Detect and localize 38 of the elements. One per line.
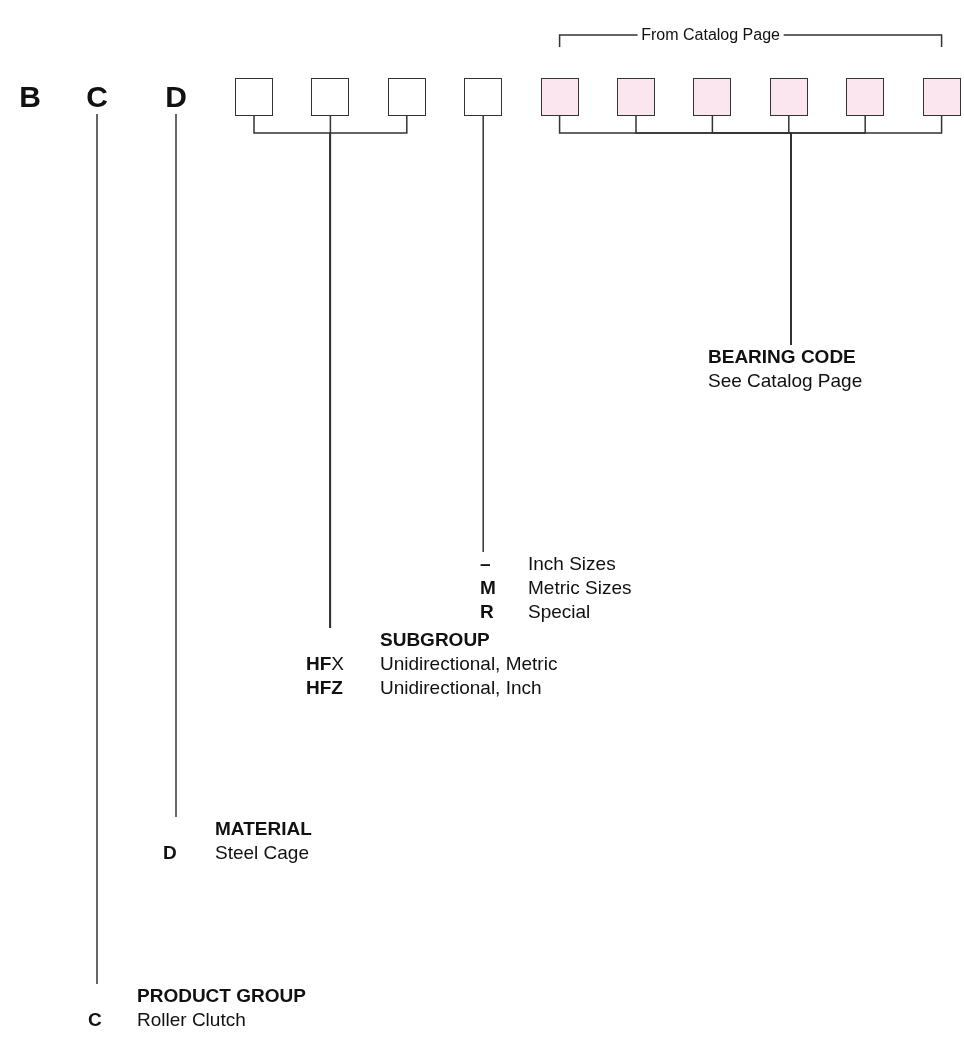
code-letter: C <box>86 80 108 114</box>
code-slot-box <box>464 78 503 116</box>
option-description: Inch Sizes <box>528 552 617 576</box>
option-code: D <box>163 841 177 865</box>
option-description: Special <box>528 600 592 624</box>
leader-line <box>482 115 484 553</box>
code-slot-box <box>235 78 273 116</box>
group-heading: BEARING CODE <box>708 345 857 369</box>
option-code: – <box>480 552 491 576</box>
group-heading: SUBGROUP <box>380 628 491 652</box>
option-description: Unidirectional, Inch <box>380 676 543 700</box>
leader-line <box>329 115 408 629</box>
code-letter: B <box>19 80 41 114</box>
option-description: Roller Clutch <box>137 1008 247 1032</box>
option-description: Steel Cage <box>215 841 310 865</box>
option-description: Unidirectional, Metric <box>380 652 558 676</box>
leader-line <box>175 113 177 818</box>
code-slot-box <box>846 78 885 116</box>
leader-line <box>96 113 98 985</box>
code-slot-box <box>693 78 732 116</box>
option-code: HFZ <box>306 676 343 700</box>
group-heading: PRODUCT GROUP <box>137 984 306 1008</box>
group-heading: MATERIAL <box>215 817 312 841</box>
option-code: C <box>88 1008 102 1032</box>
code-slot-box <box>540 78 579 116</box>
code-slot-box <box>311 78 350 116</box>
option-code: HFX <box>306 652 344 676</box>
code-letter: D <box>165 80 187 114</box>
code-slot-box <box>769 78 808 116</box>
code-slot-box <box>387 78 426 116</box>
option-code: R <box>480 600 494 624</box>
group-description: See Catalog Page <box>708 369 863 393</box>
leader-line <box>790 115 943 346</box>
option-description: Metric Sizes <box>528 576 632 600</box>
option-code: M <box>480 576 496 600</box>
bracket-label: From Catalog Page <box>637 26 784 44</box>
code-slot-box <box>922 78 961 116</box>
code-slot-box <box>617 78 655 116</box>
